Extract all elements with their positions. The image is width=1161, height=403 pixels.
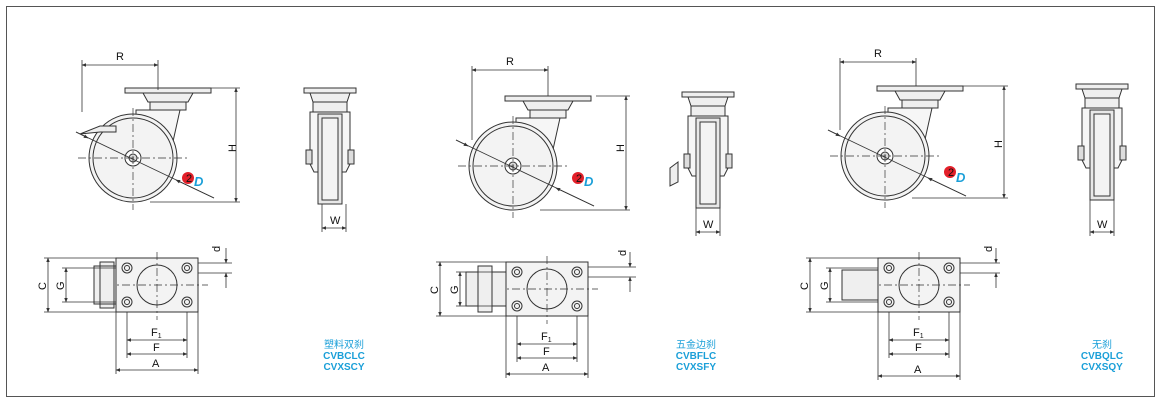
dim-label-h: H [227,144,239,152]
dim-label-d-diameter: D [584,174,594,189]
model-code: CVBCLC [323,351,365,362]
variant-3-side-view [828,86,966,208]
model-code: CVXSCY [323,362,365,373]
dim-label-g: G [449,285,461,294]
model-code: CVBFLC [675,351,717,362]
dim-label-f1: F1 [913,327,924,340]
dim-label-c: C [429,286,441,294]
dim-label-a: A [914,364,922,376]
variant-3-front-view [1075,83,1129,201]
dim-label-f1: F1 [151,327,162,340]
dim-label-f: F [915,342,922,354]
variant-1-top-view [93,251,209,321]
dim-label-d-diameter: D [194,174,204,189]
dim-label-r: R [116,51,124,63]
dim-label-d-small: d [211,246,223,252]
dim-label-c: C [37,282,49,290]
marker-icon [182,172,194,184]
variant-2-top-view [465,255,599,325]
model-code: CVBQLC [1080,351,1124,362]
dim-label-g: G [55,281,67,290]
dim-label-h: H [993,140,1005,148]
marker-number: 2 [576,173,582,185]
dim-label-f: F [153,342,160,354]
marker-icon [944,166,956,178]
dim-label-f1: F1 [541,331,552,344]
dim-label-a: A [542,362,550,374]
dim-label-r: R [874,48,882,60]
dim-label-w: W [330,215,341,227]
dim-label-f: F [543,346,550,358]
dim-label-a: A [152,358,160,370]
variant-1-model-label: 塑料双刹 CVBCLC CVXSCY [312,340,376,373]
dim-label-d-diameter: D [956,170,966,185]
dim-label-w: W [703,219,714,231]
model-code: CVXSQY [1081,362,1123,373]
variant-3-model-label: 无刹 CVBQLC CVXSQY [1070,340,1134,373]
variant-name: 塑料双刹 [324,340,364,351]
dim-label-g: G [819,281,831,290]
variant-2-model-label: 五金边刹 CVBFLC CVXSFY [664,340,728,373]
dim-label-d-small: d [983,246,995,252]
marker-number: 2 [948,167,954,179]
sheet-border [6,6,1155,397]
variant-name: 无刹 [1092,340,1112,351]
model-code: CVXSFY [675,362,716,373]
marker-icon [572,172,584,184]
dim-label-h: H [615,144,627,152]
dim-label-w: W [1097,219,1108,231]
variant-2-front-view [669,91,735,209]
variant-2-side-view [456,96,594,218]
dim-label-c: C [799,282,811,290]
marker-number: 2 [186,173,192,185]
dim-label-r: R [506,56,514,68]
variant-3-top-view [841,251,971,321]
variant-1-front-view [303,87,357,205]
dim-label-d-small: d [617,250,629,256]
variant-name: 五金边刹 [676,340,716,351]
variant-1-side-view [76,88,214,210]
